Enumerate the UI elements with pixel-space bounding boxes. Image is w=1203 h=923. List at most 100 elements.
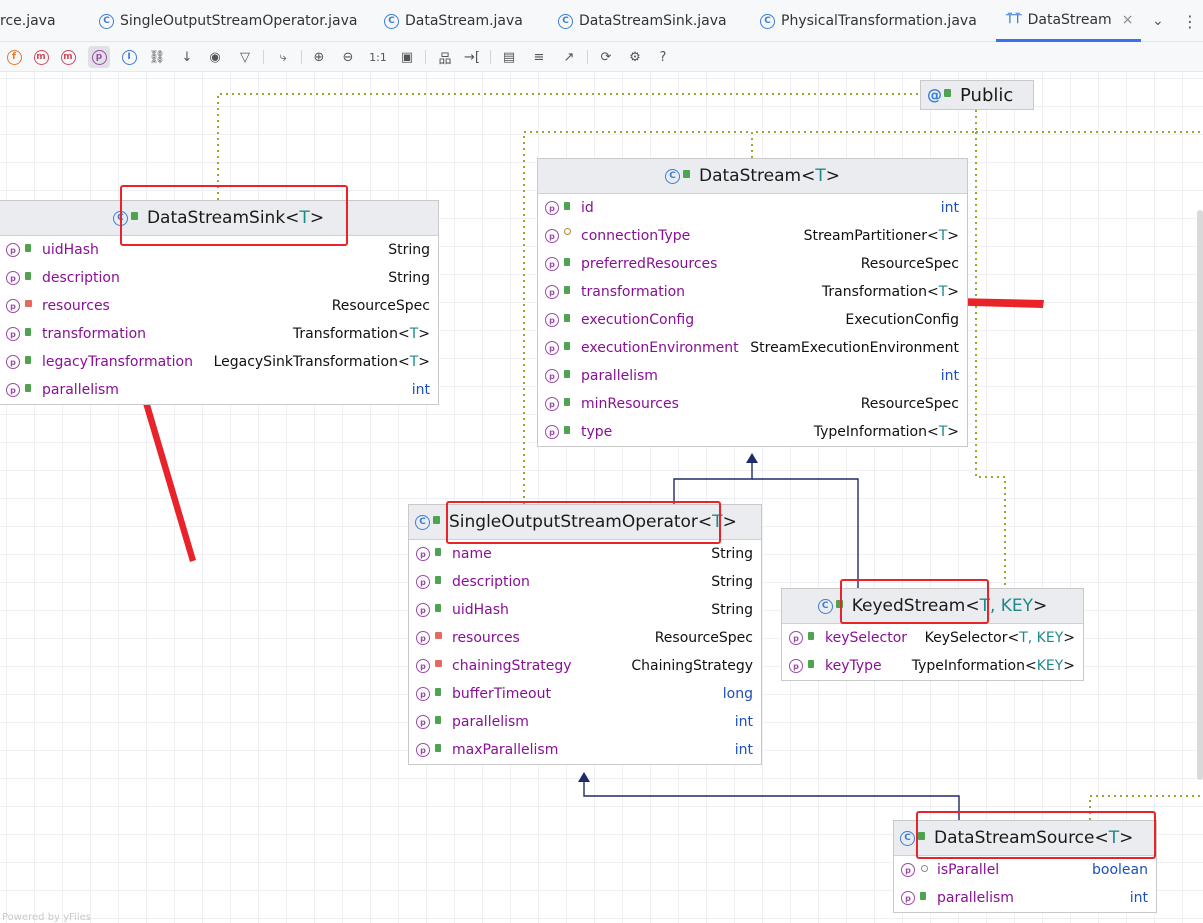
class-icon: C <box>760 13 775 29</box>
property-icon: p <box>901 863 915 877</box>
annotation-icon: @ <box>927 86 942 104</box>
property-icon: p <box>6 271 20 285</box>
filter-icon[interactable]: ▽ <box>240 49 250 65</box>
field-type: TypeInformation<KEY> <box>911 658 1075 674</box>
export-icon[interactable]: ▤ <box>502 49 516 65</box>
field-type: Transformation<T> <box>292 326 430 342</box>
dependencies-icon[interactable]: ⛓ <box>148 49 166 65</box>
layout-icon[interactable]: 品 <box>438 51 452 67</box>
visibility-icon[interactable]: ◉ <box>209 49 221 65</box>
tab-physicaltransformation-java[interactable]: C PhysicalTransformation.java <box>760 0 977 42</box>
class-icon: C <box>99 13 114 29</box>
actual-size-icon[interactable]: 1:1 <box>369 50 387 64</box>
open-external-icon[interactable]: ↗ <box>563 49 575 65</box>
class-name: DataStream <box>699 166 802 186</box>
help-icon[interactable]: ? <box>659 49 667 65</box>
constructors-icon[interactable]: m <box>57 46 79 68</box>
fields-icon[interactable]: f <box>3 46 25 68</box>
property-icon: p <box>6 355 20 369</box>
class-type-param: T <box>712 512 723 532</box>
annotation-link-datastream <box>751 131 976 158</box>
field-name: description <box>42 270 120 286</box>
properties-icon[interactable]: p <box>88 46 110 68</box>
refresh-icon[interactable]: ⟳ <box>600 49 612 65</box>
class-type-param: T <box>815 166 826 186</box>
field-name: parallelism <box>937 890 1014 906</box>
inheritance-arrowhead <box>578 772 590 782</box>
vertical-scrollbar[interactable] <box>1197 210 1203 780</box>
field-type: LegacySinkTransformation<T> <box>213 354 430 370</box>
inner-classes-icon[interactable]: I <box>118 46 140 68</box>
zoom-in-icon[interactable]: ⊕ <box>313 49 325 65</box>
property-icon: p <box>416 687 430 701</box>
tab-label: PhysicalTransformation.java <box>781 13 977 29</box>
field-name: transformation <box>581 284 686 300</box>
chevron-down-icon[interactable]: ⌄ <box>1152 13 1164 29</box>
tab-singleoutputstreamoperator-java[interactable]: C SingleOutputStreamOperator.java <box>99 0 358 42</box>
annotation-public[interactable]: @ Public <box>920 80 1034 110</box>
field-name: uidHash <box>452 602 509 618</box>
property-icon: p <box>545 313 559 327</box>
zoom-out-icon[interactable]: ⊖ <box>342 49 354 65</box>
property-icon: p <box>545 257 559 271</box>
methods-icon[interactable]: m <box>30 46 52 68</box>
tab-resource-java[interactable]: rce.java <box>0 0 56 42</box>
field-type-param: T, KEY <box>1019 630 1064 646</box>
more-icon[interactable]: ⋮ <box>1182 11 1198 31</box>
inheritance-keyed-to-datastream <box>752 478 859 588</box>
tab-datastreamsink-java[interactable]: C DataStreamSink.java <box>558 0 727 42</box>
close-icon[interactable]: × <box>1121 11 1134 28</box>
sort-icon[interactable]: ↓ <box>181 49 193 65</box>
property-icon: p <box>416 631 430 645</box>
field-type: String <box>711 546 753 562</box>
field-type-param: T <box>409 326 419 342</box>
tab-datastream-java[interactable]: C DataStream.java <box>384 0 523 42</box>
fit-content-icon[interactable]: ▣ <box>400 49 414 65</box>
field-type-name: KeySelector <box>924 630 1008 646</box>
property-icon: p <box>6 383 20 397</box>
property-icon: p <box>789 631 803 645</box>
property-icon: p <box>545 369 559 383</box>
public-visibility-icon <box>944 89 951 97</box>
appearance-icon[interactable]: ≡ <box>533 49 545 65</box>
property-icon: p <box>545 425 559 439</box>
apply-layout-icon[interactable]: →[ <box>464 49 480 65</box>
toolbar-separator <box>301 50 302 64</box>
settings-icon[interactable]: ⚙ <box>629 49 641 65</box>
edge-routing-icon[interactable]: ⤷ <box>279 49 287 65</box>
tab-datastream-diagram[interactable]: ⍑⍑ DataStream × <box>996 0 1142 42</box>
